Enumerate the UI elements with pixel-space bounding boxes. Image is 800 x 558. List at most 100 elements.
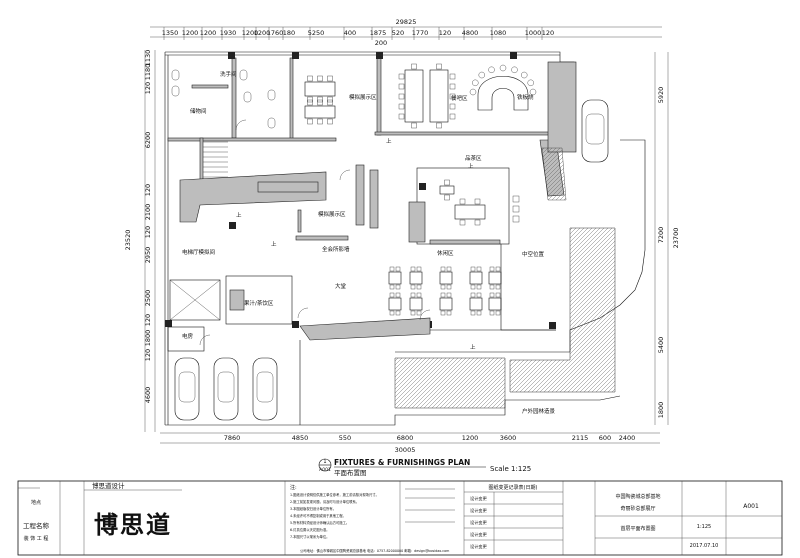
chair [446,284,452,290]
tb-client2: 奇丽砂总部展厅 [620,505,655,512]
title-en: FIXTURES & FURNISHINGS PLAN [334,458,470,467]
label-up-5: 上 [386,137,392,145]
chair [512,205,520,213]
tb-drawing-name: 首层平面布置图 [620,525,655,532]
car-roof [585,113,605,145]
room-atrium: 中空位置 [522,250,545,258]
chair [446,292,452,298]
label-up-4: 上 [470,343,476,351]
right-dim-0: 5920 [657,87,665,104]
chair [410,310,416,316]
toilet-fixture [171,85,180,97]
chair [444,194,450,201]
chair [395,292,401,298]
title-scale: Scale 1:125 [490,465,531,473]
room-elevator: 电梯厅模拟间 [182,248,215,256]
room-kitchen: 全会所影墙 [322,245,350,253]
left-dim-8: 2500 [144,290,152,307]
room-rest: 休闲区 [437,249,454,257]
chair [459,219,466,226]
door-swing [235,119,247,131]
left-dim-10: 1800 [144,330,152,347]
lounge-table [469,297,483,311]
tb-date: 2017.07.10 [690,543,719,549]
round-chair [472,79,479,87]
left-dim-1: 1180 [144,64,152,81]
bar-seat [398,93,405,100]
chair [395,310,401,316]
car-outline [174,357,200,421]
bottom-dim-2: 550 [339,434,351,442]
chair [459,198,466,205]
room-juice: 果汁/茶饮区 [244,299,274,307]
left-dimensions: 1130118012062001202100120295025001201800… [124,50,156,432]
tb-scribble [405,488,455,523]
title-cn: 平面布置图 [334,468,367,477]
left-overall-dim: 23520 [124,230,132,251]
chair [307,99,313,106]
table [429,69,449,123]
top-dim-5: 1200 [254,29,271,37]
chair [389,292,395,298]
tb-client: 中国陶瓷城总部基地 [615,493,660,500]
tb-revision-header: 图纸变更记录表(日期) [489,484,538,491]
chair [440,266,446,272]
car-roof [256,371,274,403]
chair [470,266,476,272]
lounge-table [409,271,423,285]
car-outline [581,99,609,163]
chair [495,292,501,298]
chair [410,284,416,290]
chair [476,266,482,272]
chair [446,310,452,316]
tb-note: 5.所有材料须经设计师确认后方可施工。 [290,520,349,525]
top-dim-10: 1875 [370,29,387,37]
lounge-table [388,271,402,285]
top-dim-13: 120 [439,29,451,37]
table [439,185,455,195]
top-dim-2: 1200 [200,29,217,37]
toilet-fixture [267,117,276,129]
garden-area [394,147,616,409]
top-dim-12: 1770 [412,29,429,37]
chair [327,96,333,103]
left-dim-4: 120 [144,184,152,196]
top-dim-6: 1760 [267,29,284,37]
left-dim-0: 1130 [144,50,152,67]
furniture-layout [171,63,520,346]
tb-project-label: 工程名称 [23,521,50,530]
car-roof [217,371,235,403]
toilet-fixture [171,69,180,81]
chair [416,310,422,316]
door-swing [419,309,431,321]
round-chair [529,88,537,96]
bar-seat [449,93,456,100]
top-dim-4: 1200 [242,29,259,37]
tb-project-sub: 装 饰 工 程 [24,535,49,542]
chair [317,96,323,103]
chair [416,266,422,272]
bottom-dim-6: 2115 [572,434,589,442]
door-swing [199,334,211,346]
table [454,204,486,220]
right-dim-1: 7200 [657,227,665,244]
tb-notes-title: 注: [290,484,297,491]
bar-seat [398,103,405,110]
tb-note: 7.本图尺寸以毫米为单位。 [290,534,329,539]
round-chair [469,88,477,96]
chair [389,284,395,290]
top-dim-15: 1080 [490,29,507,37]
room-tea: 品茶区 [465,154,482,162]
tb-note: 4.未经许可不得复制或用于其他工程。 [290,513,346,518]
top-dim-14: 4800 [462,29,479,37]
top-dim-8: 5250 [308,29,325,37]
top-inner-dim: 200 [375,39,387,47]
door-swing [339,169,351,181]
title-number: 1 [323,459,326,465]
left-dim-5: 2100 [144,204,152,221]
bar-seat [398,83,405,90]
tb-sheet-no: A001 [743,503,759,510]
chair [389,310,395,316]
round-chair [478,71,485,79]
